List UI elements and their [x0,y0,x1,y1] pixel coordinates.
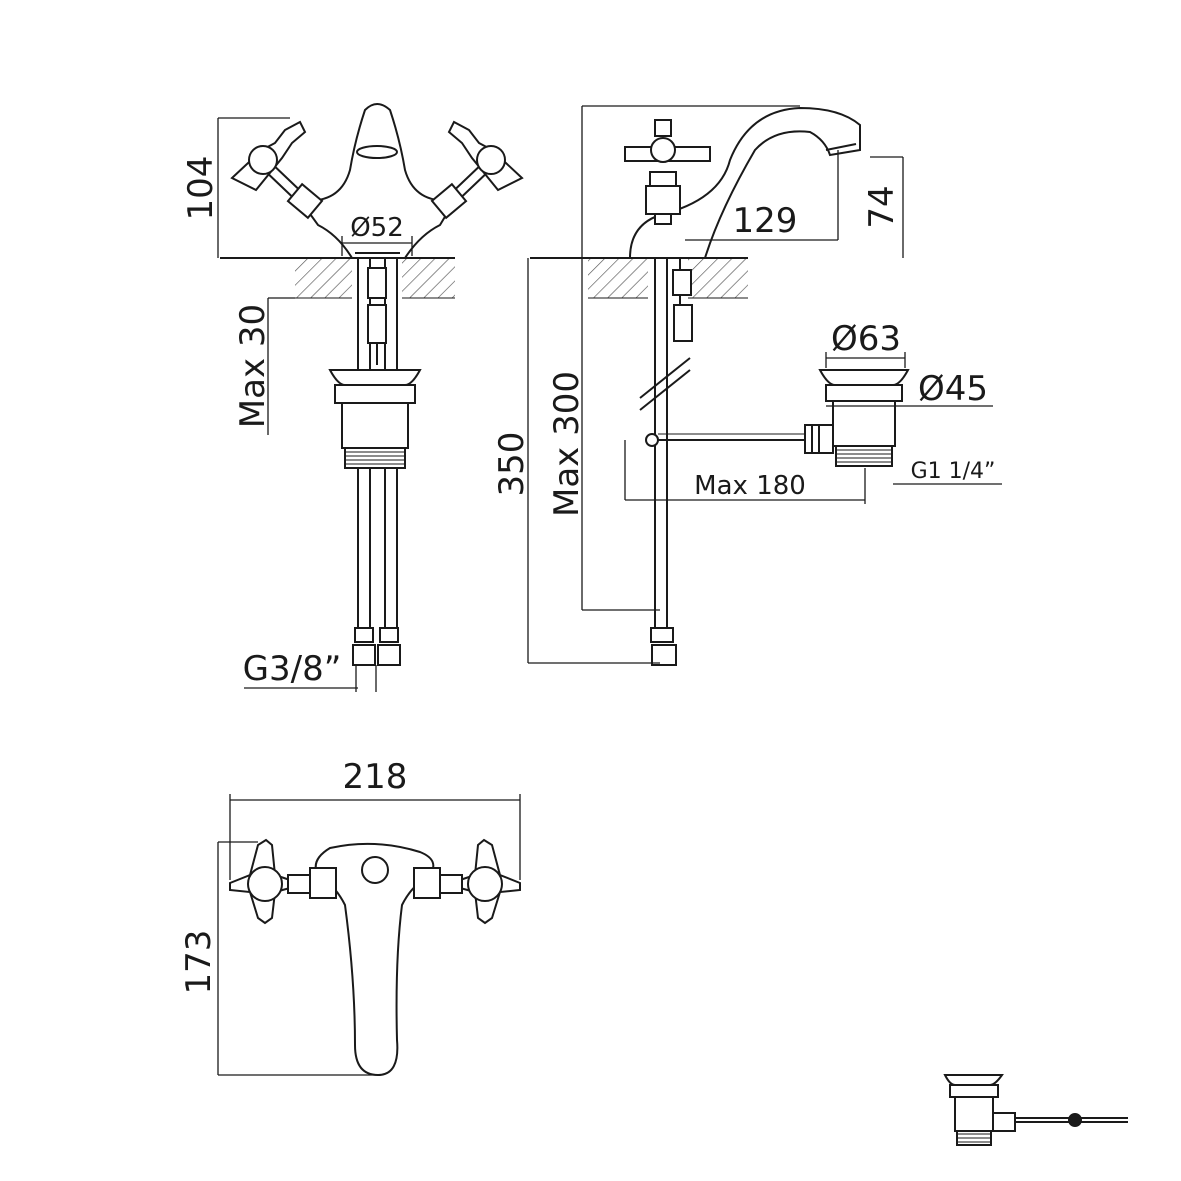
dim-129: 129 [733,201,798,241]
top-dimension-lines [217,794,521,1076]
dim-g1-1-4: G1 1/4” [911,459,996,484]
top-view [217,794,521,1077]
side-waste [804,369,910,467]
top-spout-body [314,842,435,1077]
dim-74: 74 [862,185,902,228]
side-supply-pipes [639,258,805,666]
front-view [217,103,524,692]
dim-g3-8: G3/8” [243,649,342,689]
front-dimension-lines [217,117,413,692]
dim-218: 218 [343,757,408,797]
dim-max-180: Max 180 [694,471,806,501]
dim-350: 350 [492,432,532,497]
side-tap [624,119,711,225]
dim-104: 104 [181,156,221,221]
dim-max-30: Max 30 [233,304,273,428]
waste-thumbnail [943,1074,1128,1146]
front-right-tap [430,120,524,220]
dim-173: 173 [179,930,219,995]
dim-diameter-45: Ø45 [918,369,988,409]
front-left-tap [230,120,324,220]
front-mixer-body [297,103,457,259]
dim-diameter-63: Ø63 [831,319,901,359]
front-waste [328,369,422,469]
dim-max-300: Max 300 [547,371,587,517]
dim-diameter-52: Ø52 [350,213,404,243]
side-spout [628,106,861,259]
top-left-tap [229,838,337,925]
side-view [527,105,1002,666]
top-right-tap [413,838,521,925]
side-dimension-lines [527,105,1002,664]
